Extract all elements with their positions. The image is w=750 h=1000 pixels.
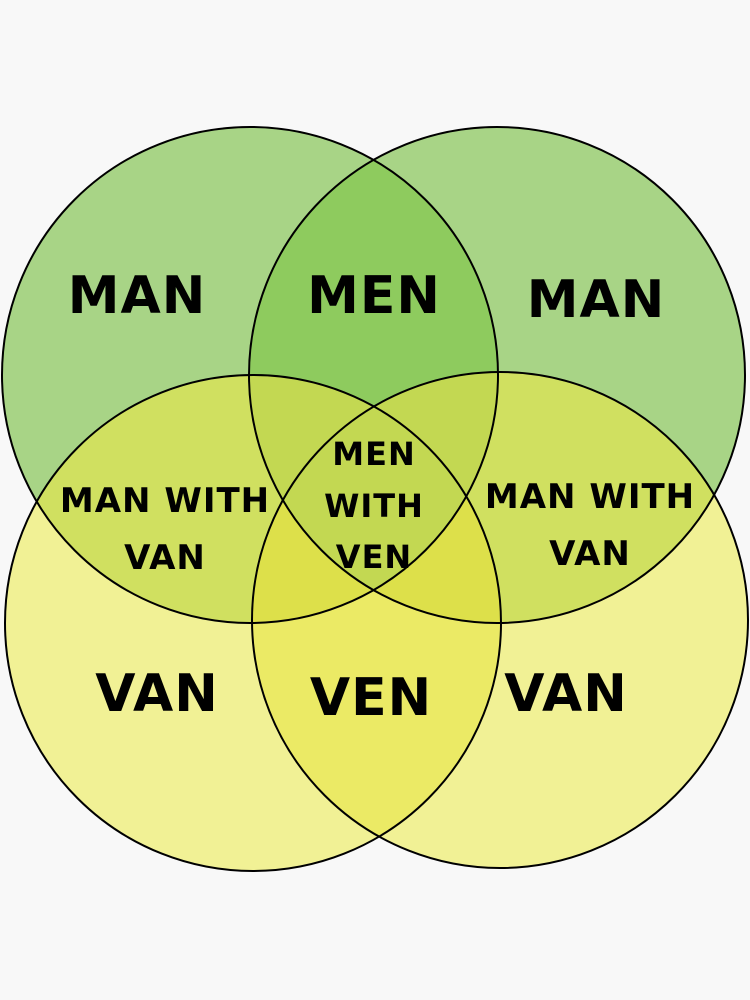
label-bottom-left: VAN <box>95 664 218 724</box>
outline-bottom-left <box>4 374 502 872</box>
label-center-3: VEN <box>336 538 412 576</box>
label-middle-left-2: VAN <box>124 538 206 578</box>
label-middle-right-1: MAN WITH <box>485 477 695 517</box>
outline-top-left <box>1 126 499 624</box>
label-bottom-center: VEN <box>310 668 432 728</box>
label-top-left: MAN <box>68 266 207 326</box>
label-middle-right-2: VAN <box>549 534 631 574</box>
label-middle-left-1: MAN WITH <box>60 481 270 521</box>
outline-bottom-right <box>251 371 749 869</box>
label-center-1: MEN <box>332 435 415 473</box>
label-top-right: MAN <box>527 270 666 330</box>
label-center-2: WITH <box>324 487 424 525</box>
label-bottom-right: VAN <box>504 664 627 724</box>
label-top-center: MEN <box>307 266 441 326</box>
